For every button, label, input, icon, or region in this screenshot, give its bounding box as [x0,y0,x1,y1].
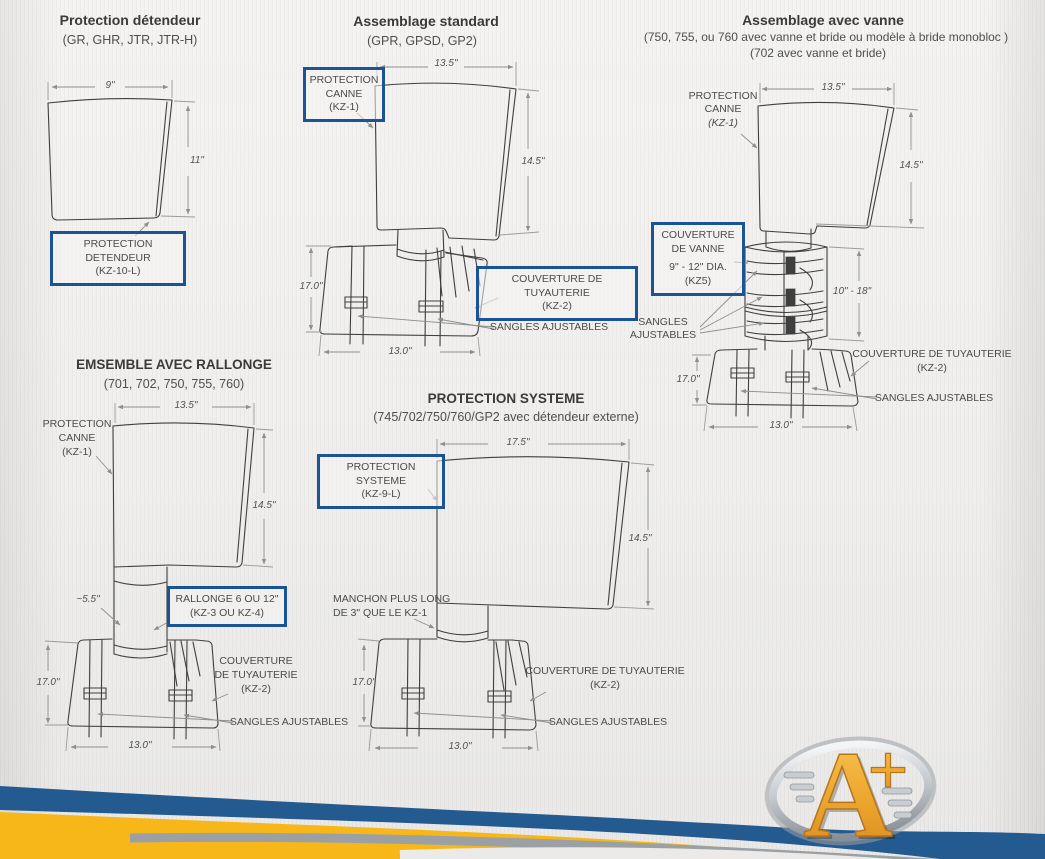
subtitle-systeme: (745/702/750/760/GP2 avec détendeur exte… [373,410,639,424]
callout-box-kz5: COUVERTURE DE VANNE 9" - 12" DIA. (KZ5) [651,222,745,296]
wave-blue [0,786,1045,859]
title-systeme: PROTECTION SYSTEME [427,391,585,406]
callout-box-kz3-kz4: RALLONGE 6 OU 12" (KZ-3 OU KZ-4) [167,586,287,628]
label-protection-canne: (KZ-1) [62,445,92,458]
dim-label: 13.0" [769,420,793,431]
label-protection-canne: PROTECTION [42,417,112,430]
logo-ring [768,740,933,842]
subtitle-standard: (GPR, GPSD, GP2) [367,34,477,48]
label-sangles-ajustables: SANGLES AJUSTABLES [229,715,349,728]
dim-label: 14.5" [628,533,652,544]
label-couverture-tuyauterie: COUVERTURE DE TUYAUTERIE [525,664,685,677]
label-couverture-tuyauterie: DE TUYAUTERIE [214,668,298,681]
callout-line: COUVERTURE [661,229,735,241]
callout-box-kz9l: PROTECTION SYSTEME (KZ-9-L) [317,454,445,509]
label-protection-canne: CANNE [704,102,742,115]
label-sangles-ajustables: AJUSTABLES [629,328,697,341]
drawing-systeme [357,439,655,752]
dim-label: 14.5" [252,500,276,511]
callout-line: 9" - 12" DIA. [669,261,727,274]
callout-line: CANNE [325,87,363,100]
dim-label: 13.5" [821,82,845,93]
title-rallonge: EMSEMBLE AVEC RALLONGE [76,357,272,372]
label-manchon: DE 3" QUE LE KZ-1 [333,606,428,619]
drawing-detendeur [47,80,196,237]
callout-line: PROTECTION DETENDEUR [83,238,153,264]
label-couverture-tuyauterie: (KZ-2) [917,361,947,374]
drawing-vanne [692,83,925,432]
title-vanne: Assemblage avec vanne [742,12,904,28]
callout-box-kz10l: PROTECTION DETENDEUR (KZ-10-L) [50,231,186,286]
dim-label: 11" [190,155,204,166]
dim-label: 9" [105,80,115,91]
label-protection-canne: CANNE [58,431,96,444]
dim-label: 17.5" [506,437,530,448]
label-sangles-ajustables: SANGLES AJUSTABLES [874,391,994,404]
label-couverture-tuyauterie: COUVERTURE DE TUYAUTERIE [852,347,1012,360]
dim-label: ~5.5" [76,594,100,605]
wave-silver-mask [399,847,895,859]
callout-line: (KZ-9-L) [361,488,401,501]
dim-label: 14.5" [899,160,923,171]
title-standard: Assemblage standard [353,13,499,29]
callout-line: COUVERTURE DE TUYAUTERIE [511,273,603,299]
dim-label: 17.0" [352,677,376,688]
callout-line: PROTECTION [309,74,379,86]
subtitle-rallonge: (701, 702, 750, 755, 760) [103,377,245,391]
footer-waves [0,786,1045,859]
logo-wing-bars [783,771,913,819]
dim-label: 17.0" [36,677,60,688]
subtitle-detendeur: (GR, GHR, JTR, JTR-H) [62,33,198,47]
label-sangles-ajustables: SANGLES AJUSTABLES [548,715,668,728]
label-couverture-tuyauterie: COUVERTURE [219,654,293,667]
callout-line: PROTECTION SYSTEME [346,461,416,487]
label-couverture-tuyauterie: (KZ-2) [590,678,620,691]
wave-gray [129,832,939,859]
logo-a: A [803,734,893,859]
label-protection-canne: PROTECTION [688,89,758,102]
dim-label: 13.5" [434,58,458,69]
callout-line: (KZ-3 OU KZ-4) [189,606,265,619]
label-sangles-ajustables: SANGLES AJUSTABLES [489,320,609,333]
logo-plus: + [867,734,908,810]
dim-label: 14.5" [521,156,545,167]
callout-line: (KZ-1) [329,101,359,114]
callout-line: (KZ-2) [542,300,572,313]
dim-label: 10" - 18" [832,286,872,297]
callout-line: (KZ5) [684,274,712,287]
label-couverture-tuyauterie: (KZ-2) [241,682,271,695]
a-plus-logo: A A + [764,734,937,859]
title-detendeur: Protection détendeur [59,12,201,28]
logo-a-shadow: A [806,734,896,859]
dim-label: 17.0" [676,374,700,385]
label-sangles-ajustables: SANGLES [638,315,688,328]
callout-line: (KZ-10-L) [95,265,141,278]
dim-label: 13.5" [174,400,198,411]
label-protection-canne: (KZ-1) [708,116,738,129]
dim-label: 17.0" [299,281,323,292]
callout-line: RALLONGE 6 OU 12" [175,593,279,605]
footer-wave-banner: A A + [0,734,1045,859]
dim-label: 13.0" [388,346,412,357]
dim-label: 13.0" [128,740,152,751]
subtitle-vanne-1: (750, 755, ou 760 avec vanne et bride ou… [643,30,1009,44]
callout-box-kz2: COUVERTURE DE TUYAUTERIE (KZ-2) [476,266,638,321]
label-manchon: MANCHON PLUS LONG [333,592,451,605]
dim-label: 13.0" [448,741,472,752]
callout-box-kz1: PROTECTION CANNE (KZ-1) [303,67,385,122]
subtitle-vanne-2: (702 avec vanne et bride) [749,46,887,60]
callout-line: DE VANNE [671,242,725,255]
